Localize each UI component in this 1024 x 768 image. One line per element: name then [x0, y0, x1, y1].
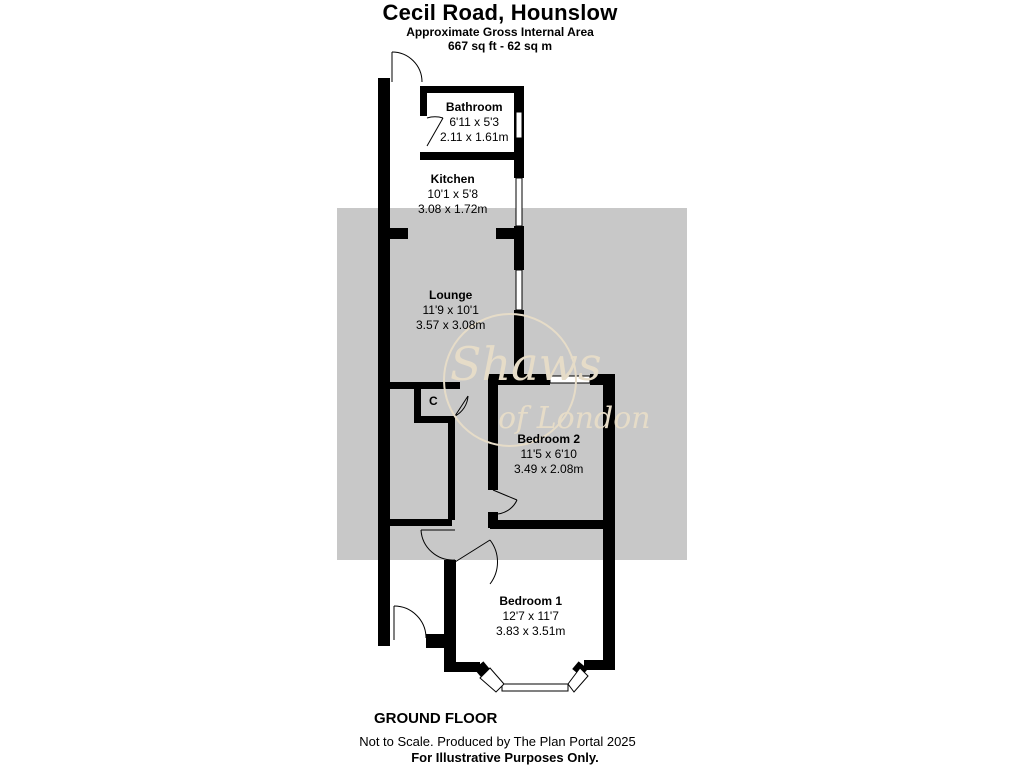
floor-label: GROUND FLOOR	[374, 710, 498, 727]
wall-hall-bottom	[390, 519, 452, 526]
bedroom1-imperial: 12'7 x 11'7	[502, 609, 559, 623]
wall-lounge-right	[514, 310, 524, 384]
area-subtitle: Approximate Gross Internal Area	[406, 25, 594, 39]
lounge-metric: 3.57 x 3.08m	[416, 318, 486, 332]
wall-stub-right	[496, 228, 516, 239]
window-bay-front	[501, 683, 569, 692]
door-entry-swing	[393, 605, 427, 639]
cupboard-name: C	[429, 394, 438, 408]
wall-hall-right	[448, 416, 455, 520]
wall-cupboard-bottom	[414, 416, 454, 423]
bedroom2-metric: 3.49 x 2.08m	[514, 462, 584, 476]
door-bath-leaf	[426, 117, 444, 147]
door-bed1-swing	[489, 539, 499, 585]
disclaimer-text: Not to Scale. Produced by The Plan Porta…	[359, 734, 636, 749]
wall-bed1-bottom-right	[584, 660, 614, 670]
wall-left-outer	[378, 78, 390, 646]
wall-bay-left	[474, 661, 490, 677]
wall-stub-left	[390, 228, 408, 239]
room-cupboard: C	[429, 394, 438, 409]
area-value: 667 sq ft - 62 sq m	[447, 39, 553, 53]
purpose-text: For Illustrative Purposes Only.	[411, 750, 599, 765]
bathroom-imperial: 6'11 x 5'3	[449, 115, 500, 129]
doors	[391, 51, 518, 640]
wall-kitchen-right-lower	[514, 226, 524, 270]
wall-bed2-top-right	[590, 374, 615, 385]
wall-kitchen-right	[514, 160, 524, 178]
wall-bath-left	[420, 86, 427, 116]
door-bed1-leaf	[454, 539, 491, 563]
kitchen-metric: 3.08 x 1.72m	[418, 202, 488, 216]
bedroom2-name: Bedroom 2	[517, 432, 581, 446]
lounge-imperial: 11'9 x 10'1	[422, 303, 479, 317]
door-bath-swing	[426, 116, 444, 119]
wall-bed1-bottom-left	[444, 662, 480, 672]
wall-bath-top	[420, 86, 524, 93]
room-bedroom1: Bedroom 1 12'7 x 11'7 3.83 x 3.51m	[496, 594, 565, 639]
wall-entry-bottom	[426, 634, 456, 648]
door-hall-swing	[420, 529, 456, 561]
room-bedroom2: Bedroom 2 11'5 x 6'10 3.49 x 2.08m	[514, 432, 583, 477]
wall-bed2-bottom	[490, 520, 610, 529]
wall-bath-bottom	[420, 152, 522, 160]
kitchen-imperial: 10'1 x 5'8	[427, 187, 478, 201]
window-bathroom	[515, 111, 523, 139]
bathroom-metric: 2.11 x 1.61m	[440, 130, 509, 144]
wall-bed2-left	[488, 380, 498, 490]
door-bed2-swing	[492, 499, 518, 515]
door-front-swing	[391, 51, 423, 83]
room-kitchen: Kitchen 10'1 x 5'8 3.08 x 1.72m	[418, 172, 487, 217]
room-bathroom: Bathroom 6'11 x 5'3 2.11 x 1.61m	[440, 100, 508, 145]
kitchen-name: Kitchen	[430, 172, 475, 186]
door-bed2-leaf	[492, 489, 518, 501]
bedroom2-imperial: 11'5 x 6'10	[520, 447, 577, 461]
wall-bed1-left	[444, 560, 456, 672]
window-bedroom2	[549, 375, 591, 384]
window-lounge	[515, 269, 523, 311]
bathroom-name: Bathroom	[445, 100, 503, 114]
bedroom1-metric: 3.83 x 3.51m	[496, 624, 566, 638]
window-bay-left	[479, 667, 505, 693]
room-lounge: Lounge 11'9 x 10'1 3.57 x 3.08m	[416, 288, 485, 333]
wall-bed2-left-lower	[488, 512, 498, 528]
plan-title: Cecil Road, Hounslow	[382, 0, 618, 25]
wall-hall-top	[390, 382, 460, 389]
window-kitchen	[515, 177, 523, 227]
window-bay-right	[567, 667, 589, 693]
wall-cupboard-left	[414, 382, 421, 422]
bedroom1-name: Bedroom 1	[499, 594, 563, 608]
lounge-name: Lounge	[429, 288, 473, 302]
